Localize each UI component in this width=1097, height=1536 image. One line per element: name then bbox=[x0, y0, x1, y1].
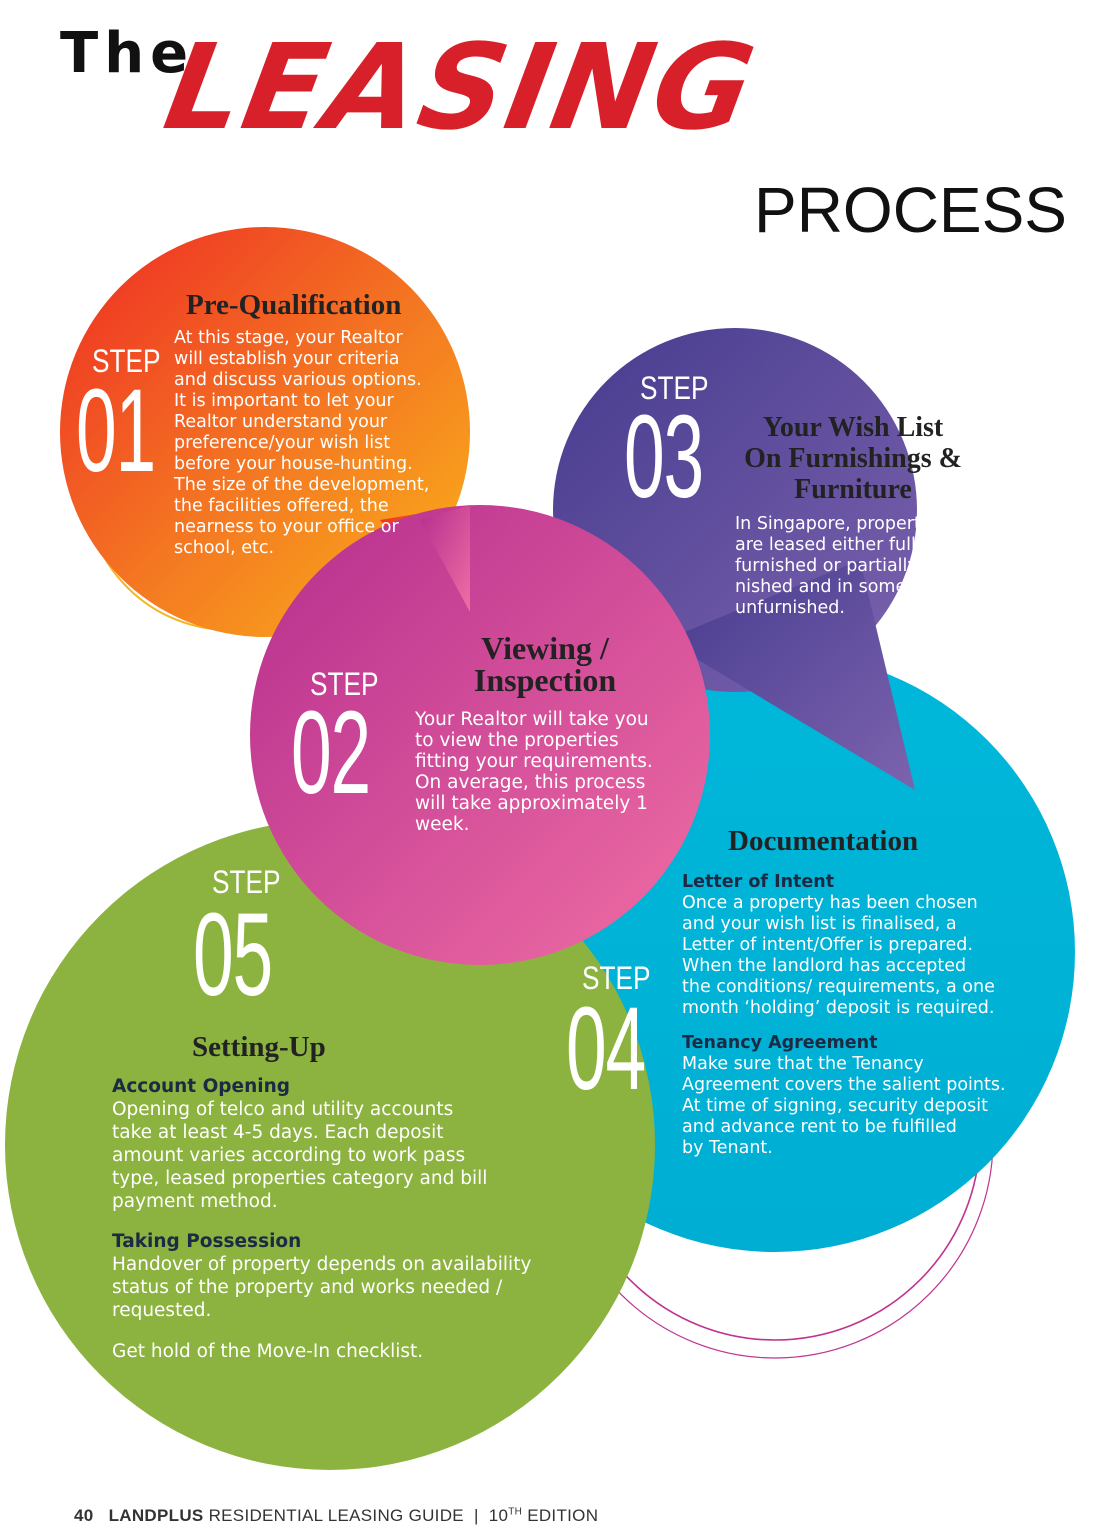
step-03-body: In Singapore, properties are leased eith… bbox=[735, 514, 995, 619]
step-04-body: Letter of Intent Once a property has bee… bbox=[682, 872, 1042, 1159]
step-01-line: preference/your wish list bbox=[174, 433, 391, 453]
step-02-line: week. bbox=[415, 814, 470, 835]
letter-of-intent-heading: Letter of Intent bbox=[682, 872, 835, 892]
step-04-line: and advance rent to be fulfilled bbox=[682, 1117, 957, 1137]
step-01-number: 01 bbox=[76, 365, 156, 497]
step-05-line: Opening of telco and utility accounts bbox=[112, 1099, 454, 1120]
footer-edition-word: EDITION bbox=[527, 1506, 599, 1525]
step-03-label: STEP bbox=[640, 370, 709, 406]
step-01-line: before your house-hunting. bbox=[174, 454, 413, 474]
step-04-line: Once a property has been chosen bbox=[682, 893, 978, 913]
step-02-line: On average, this process bbox=[415, 772, 646, 793]
step-05-label: STEP bbox=[212, 864, 281, 900]
step-05-line: Handover of property depends on availabi… bbox=[112, 1254, 532, 1275]
footer-brand: LANDPLUS bbox=[108, 1506, 204, 1525]
step-04-line: Agreement covers the salient points. bbox=[682, 1075, 1006, 1095]
step-04-number: 04 bbox=[566, 983, 646, 1115]
step-05-number: 05 bbox=[193, 889, 273, 1021]
step-04-line: When the landlord has accepted bbox=[682, 956, 967, 976]
footer-edition-suffix: TH bbox=[508, 1506, 523, 1518]
step-01-line: will establish your criteria bbox=[174, 349, 400, 369]
step-05-line: amount varies according to work pass bbox=[112, 1145, 466, 1166]
step-01-body: At this stage, your Realtor will establi… bbox=[174, 328, 474, 559]
step-02-label: STEP bbox=[310, 666, 379, 702]
step-02-heading-line: Inspection bbox=[473, 662, 617, 698]
move-in-checklist-note: Get hold of the Move-In checklist. bbox=[112, 1341, 424, 1362]
step-04-line: Letter of intent/Offer is prepared. bbox=[682, 935, 973, 955]
step-04-heading: Documentation bbox=[728, 825, 919, 857]
step-04-line: month ‘holding’ deposit is required. bbox=[682, 998, 995, 1018]
step-01-line: the facilities offered, the bbox=[174, 496, 389, 516]
step-01-line: The size of the development, bbox=[174, 475, 430, 495]
step-02-line: Your Realtor will take you bbox=[415, 709, 649, 730]
account-opening-heading: Account Opening bbox=[112, 1076, 291, 1097]
step-01-line: nearness to your office or bbox=[174, 517, 399, 537]
step-03-line: In Singapore, properties bbox=[735, 514, 946, 534]
step-03-line: nished and in some cases bbox=[735, 577, 962, 597]
step-02-heading-line: Viewing / bbox=[481, 630, 609, 666]
step-03-number: 03 bbox=[624, 391, 704, 523]
step-01-line: At this stage, your Realtor bbox=[174, 328, 403, 348]
step-03-line: unfurnished. bbox=[735, 598, 845, 618]
step-05-body: Account Opening Opening of telco and uti… bbox=[112, 1076, 572, 1363]
step-03-line: are leased either fully bbox=[735, 535, 927, 555]
step-03-heading: Your Wish List On Furnishings & Furnitur… bbox=[728, 412, 978, 505]
title-process: PROCESS bbox=[754, 174, 1067, 246]
step-05-line: type, leased properties category and bil… bbox=[112, 1168, 488, 1189]
step-01-line: Realtor understand your bbox=[174, 412, 388, 432]
footer-edition-number: 10 bbox=[488, 1506, 509, 1525]
title-the: The bbox=[60, 21, 195, 86]
footer: 40 LANDPLUS RESIDENTIAL LEASING GUIDE | … bbox=[74, 1506, 598, 1526]
step-01-line: and discuss various options. bbox=[174, 370, 422, 390]
step-04-line: At time of signing, security deposit bbox=[682, 1096, 988, 1116]
step-03-heading-line: On Furnishings & bbox=[744, 443, 962, 474]
page-number: 40 bbox=[74, 1506, 94, 1525]
step-04-label: STEP bbox=[582, 960, 651, 996]
step-02-bubble bbox=[250, 505, 710, 965]
step-01-line: It is important to let your bbox=[174, 391, 394, 411]
step-04-line: by Tenant. bbox=[682, 1138, 773, 1158]
step-05-line: payment method. bbox=[112, 1191, 278, 1212]
step-03-heading-line: Furniture bbox=[794, 474, 912, 505]
step-01-label: STEP bbox=[92, 343, 161, 379]
step-05-line: status of the property and works needed … bbox=[112, 1277, 503, 1298]
step-02-line: to view the properties bbox=[415, 730, 619, 751]
step-02-line: fitting your requirements. bbox=[415, 751, 653, 772]
step-01-heading: Pre-Qualification bbox=[186, 289, 402, 321]
footer-guide-title: RESIDENTIAL LEASING GUIDE bbox=[208, 1506, 464, 1525]
step-02-body: Your Realtor will take you to view the p… bbox=[415, 709, 705, 835]
step-01-line: school, etc. bbox=[174, 538, 275, 558]
step-05-line: requested. bbox=[112, 1300, 212, 1321]
step-02-number: 02 bbox=[291, 687, 371, 819]
taking-possession-heading: Taking Possession bbox=[112, 1231, 302, 1252]
step-04-line: and your wish list is finalised, a bbox=[682, 914, 957, 934]
step-03-heading-line: Your Wish List bbox=[762, 412, 944, 443]
step-03-line: furnished or partially fur- bbox=[735, 556, 953, 576]
tenancy-agreement-heading: Tenancy Agreement bbox=[682, 1033, 878, 1053]
footer-separator: | bbox=[473, 1506, 479, 1525]
step-04-line: Make sure that the Tenancy bbox=[682, 1054, 924, 1074]
step-05-bubble bbox=[5, 820, 655, 1470]
step-04-line: the conditions/ requirements, a one bbox=[682, 977, 995, 997]
step-02-line: will take approximately 1 bbox=[415, 793, 648, 814]
step-05-heading: Setting-Up bbox=[192, 1031, 326, 1063]
step-02-heading: Viewing / Inspection bbox=[440, 632, 650, 696]
title-leasing: LEASING bbox=[155, 18, 766, 156]
step-05-line: take at least 4-5 days. Each deposit bbox=[112, 1122, 444, 1143]
